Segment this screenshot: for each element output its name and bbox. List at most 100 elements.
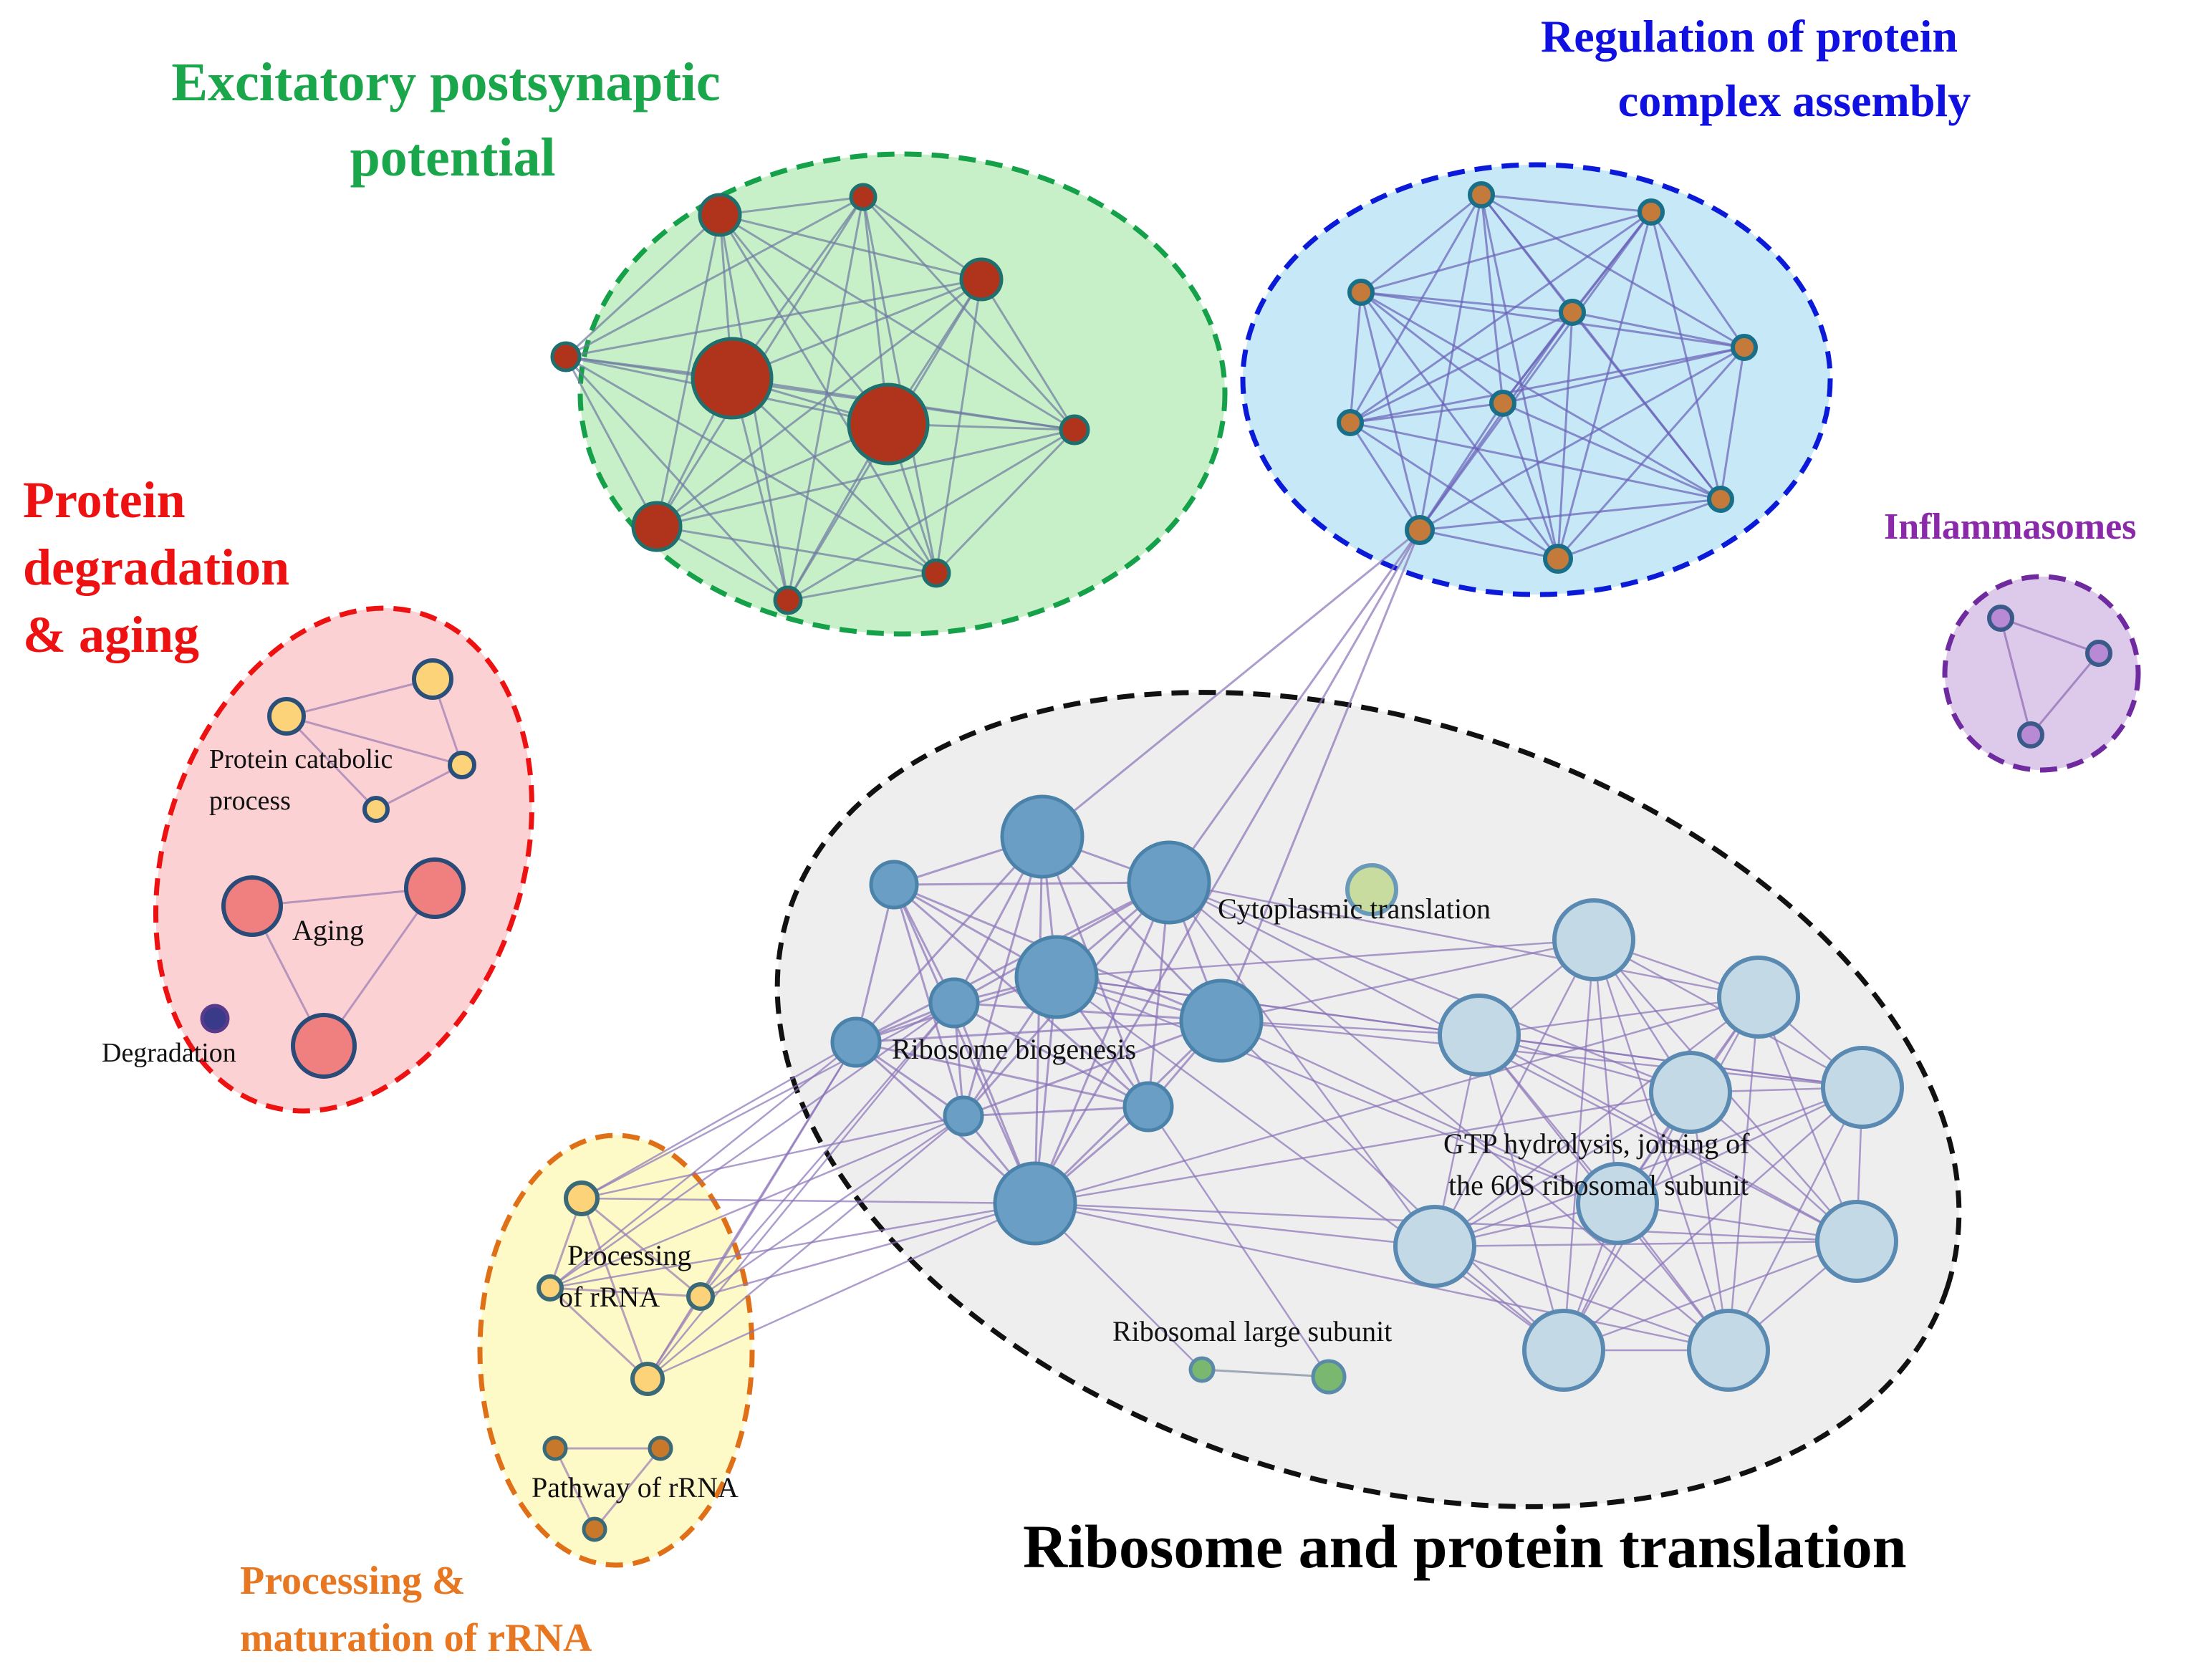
biogenesis-edge <box>855 881 1170 1044</box>
cross-cluster-edge <box>1042 529 1420 838</box>
label-gtp-hydrolysis-line-2: the 60S ribosomal subunit <box>1448 1169 1749 1201</box>
gtp-edge <box>1433 939 1595 1247</box>
excitatory-node <box>959 257 1004 302</box>
cross-cluster-edge <box>549 1202 1036 1289</box>
gtp-edge <box>1478 996 1759 1036</box>
regulation-edge <box>1350 211 1652 424</box>
inflammasomes-title: Inflammasomes <box>1884 506 2136 547</box>
regulation-edge <box>1418 312 1574 531</box>
regulation-edge <box>1360 292 1559 559</box>
excitatory-node <box>773 585 803 615</box>
aging-node <box>221 875 283 937</box>
excitatory-edge <box>787 428 1075 602</box>
gtp-edge <box>1434 1245 1729 1352</box>
regulation-edge <box>1360 193 1482 294</box>
rrna-title-line-1: Processing & <box>240 1559 466 1603</box>
cross-cluster-edge <box>1220 529 1421 1021</box>
processing-edge <box>580 1198 649 1380</box>
cross-cluster-edge <box>646 1042 857 1380</box>
regulation-edge <box>1350 311 1573 424</box>
pathway-node <box>582 1516 607 1542</box>
regulation-node <box>1731 334 1758 361</box>
gtp-edge <box>1562 996 1760 1351</box>
regulation-edge <box>1481 193 1652 213</box>
biogenesis-gtp-edge <box>1056 938 1595 978</box>
gtp-node <box>1576 1162 1659 1245</box>
biogenesis-gtp-edge <box>1034 1202 1729 1352</box>
gtp-edge <box>1592 939 1619 1204</box>
catabolic-edge <box>286 715 463 766</box>
cluster-ribosome-ellipse <box>774 690 1962 1509</box>
biogenesis-gtp-edge <box>1221 1019 1480 1036</box>
catabolic-edge <box>375 764 463 811</box>
excitatory-node <box>550 341 582 372</box>
regulation-edge <box>1557 498 1721 560</box>
protein-degradation-title-line-1: Protein <box>23 471 186 529</box>
excitatory-node <box>921 558 951 588</box>
regulation-edge <box>1350 402 1504 424</box>
excitatory-node <box>847 383 930 466</box>
excitatory-edge <box>565 196 864 358</box>
biogenesis-edge <box>1034 836 1044 1204</box>
rrna-title: Processing & maturation of rRNA <box>240 1559 592 1660</box>
regulation-edge <box>1360 291 1721 501</box>
sub-labels: Protein catabolic process Aging Degradat… <box>102 744 1750 1504</box>
pathway-edge <box>554 1448 596 1530</box>
biogenesis-node <box>993 1161 1077 1246</box>
label-protein-catabolic-line-2: process <box>209 786 291 816</box>
regulation-edge <box>1557 347 1746 559</box>
biogenesis-edge <box>893 884 1037 1204</box>
catabolic-edge <box>286 678 433 718</box>
gtp-node <box>1438 994 1521 1077</box>
excitatory-edge <box>787 572 937 602</box>
regulation-node <box>1489 390 1516 417</box>
regulation-node <box>1347 279 1375 306</box>
biogenesis-gtp-edge <box>1221 1019 1863 1089</box>
aging-node <box>291 1013 357 1079</box>
inflammasome-edge <box>1999 617 2032 736</box>
cytoplasmic-node <box>1345 863 1398 916</box>
regulation-node <box>1468 181 1495 208</box>
biogenesis-edge <box>855 1041 1149 1108</box>
regulation-edge <box>1350 421 1721 501</box>
inflammasome-edge <box>2000 617 2100 655</box>
gtp-edge <box>1434 1091 1691 1248</box>
biogenesis-node <box>1014 935 1099 1019</box>
excitatory-edge <box>656 525 937 574</box>
protein-degradation-title: Protein degradation & aging <box>23 471 302 663</box>
gtp-edge <box>1434 1240 1857 1248</box>
excitatory-edge <box>862 196 982 281</box>
biogenesis-node <box>1000 794 1085 879</box>
biogenesis-gtp-edge <box>1056 976 1618 1205</box>
regulation-title-line-1: Regulation of protein <box>1541 11 1958 62</box>
regulation-edge <box>1349 422 1421 531</box>
gtp-edge <box>1727 996 1760 1351</box>
excitatory-edge <box>564 356 658 527</box>
excitatory-title-line-1: Excitatory postsynaptic <box>171 52 720 112</box>
processing-node <box>630 1362 665 1396</box>
regulation-edge <box>1501 403 1559 559</box>
regulation-edge <box>1349 292 1362 423</box>
large-subunit-edge <box>1201 1368 1329 1378</box>
gtp-node <box>1717 956 1800 1039</box>
biogenesis-edge <box>953 1001 1222 1022</box>
excitatory-edge <box>655 214 721 527</box>
catabolic-node <box>448 751 476 779</box>
processing-edge <box>581 1197 701 1298</box>
catabolic-node <box>267 697 306 736</box>
excitatory-edge <box>565 278 982 358</box>
large-subunit-edge <box>1147 1106 1330 1377</box>
cross-cluster-edge <box>581 1197 1036 1205</box>
regulation-node <box>1405 515 1435 545</box>
regulation-title-line-2: complex assembly <box>1618 75 1971 126</box>
excitatory-node <box>631 501 683 552</box>
regulation-edge <box>1360 291 1573 314</box>
cross-cluster-edge <box>700 1002 955 1297</box>
regulation-edge <box>1557 312 1574 559</box>
label-protein-catabolic: Protein catabolic process <box>209 744 400 816</box>
cross-cluster-edge <box>581 1001 955 1200</box>
gtp-edge <box>1757 996 1858 1242</box>
cluster-titles: Excitatory postsynaptic potential Regula… <box>23 11 2136 1660</box>
excitatory-edge <box>719 196 864 216</box>
regulation-edge <box>1419 498 1721 532</box>
